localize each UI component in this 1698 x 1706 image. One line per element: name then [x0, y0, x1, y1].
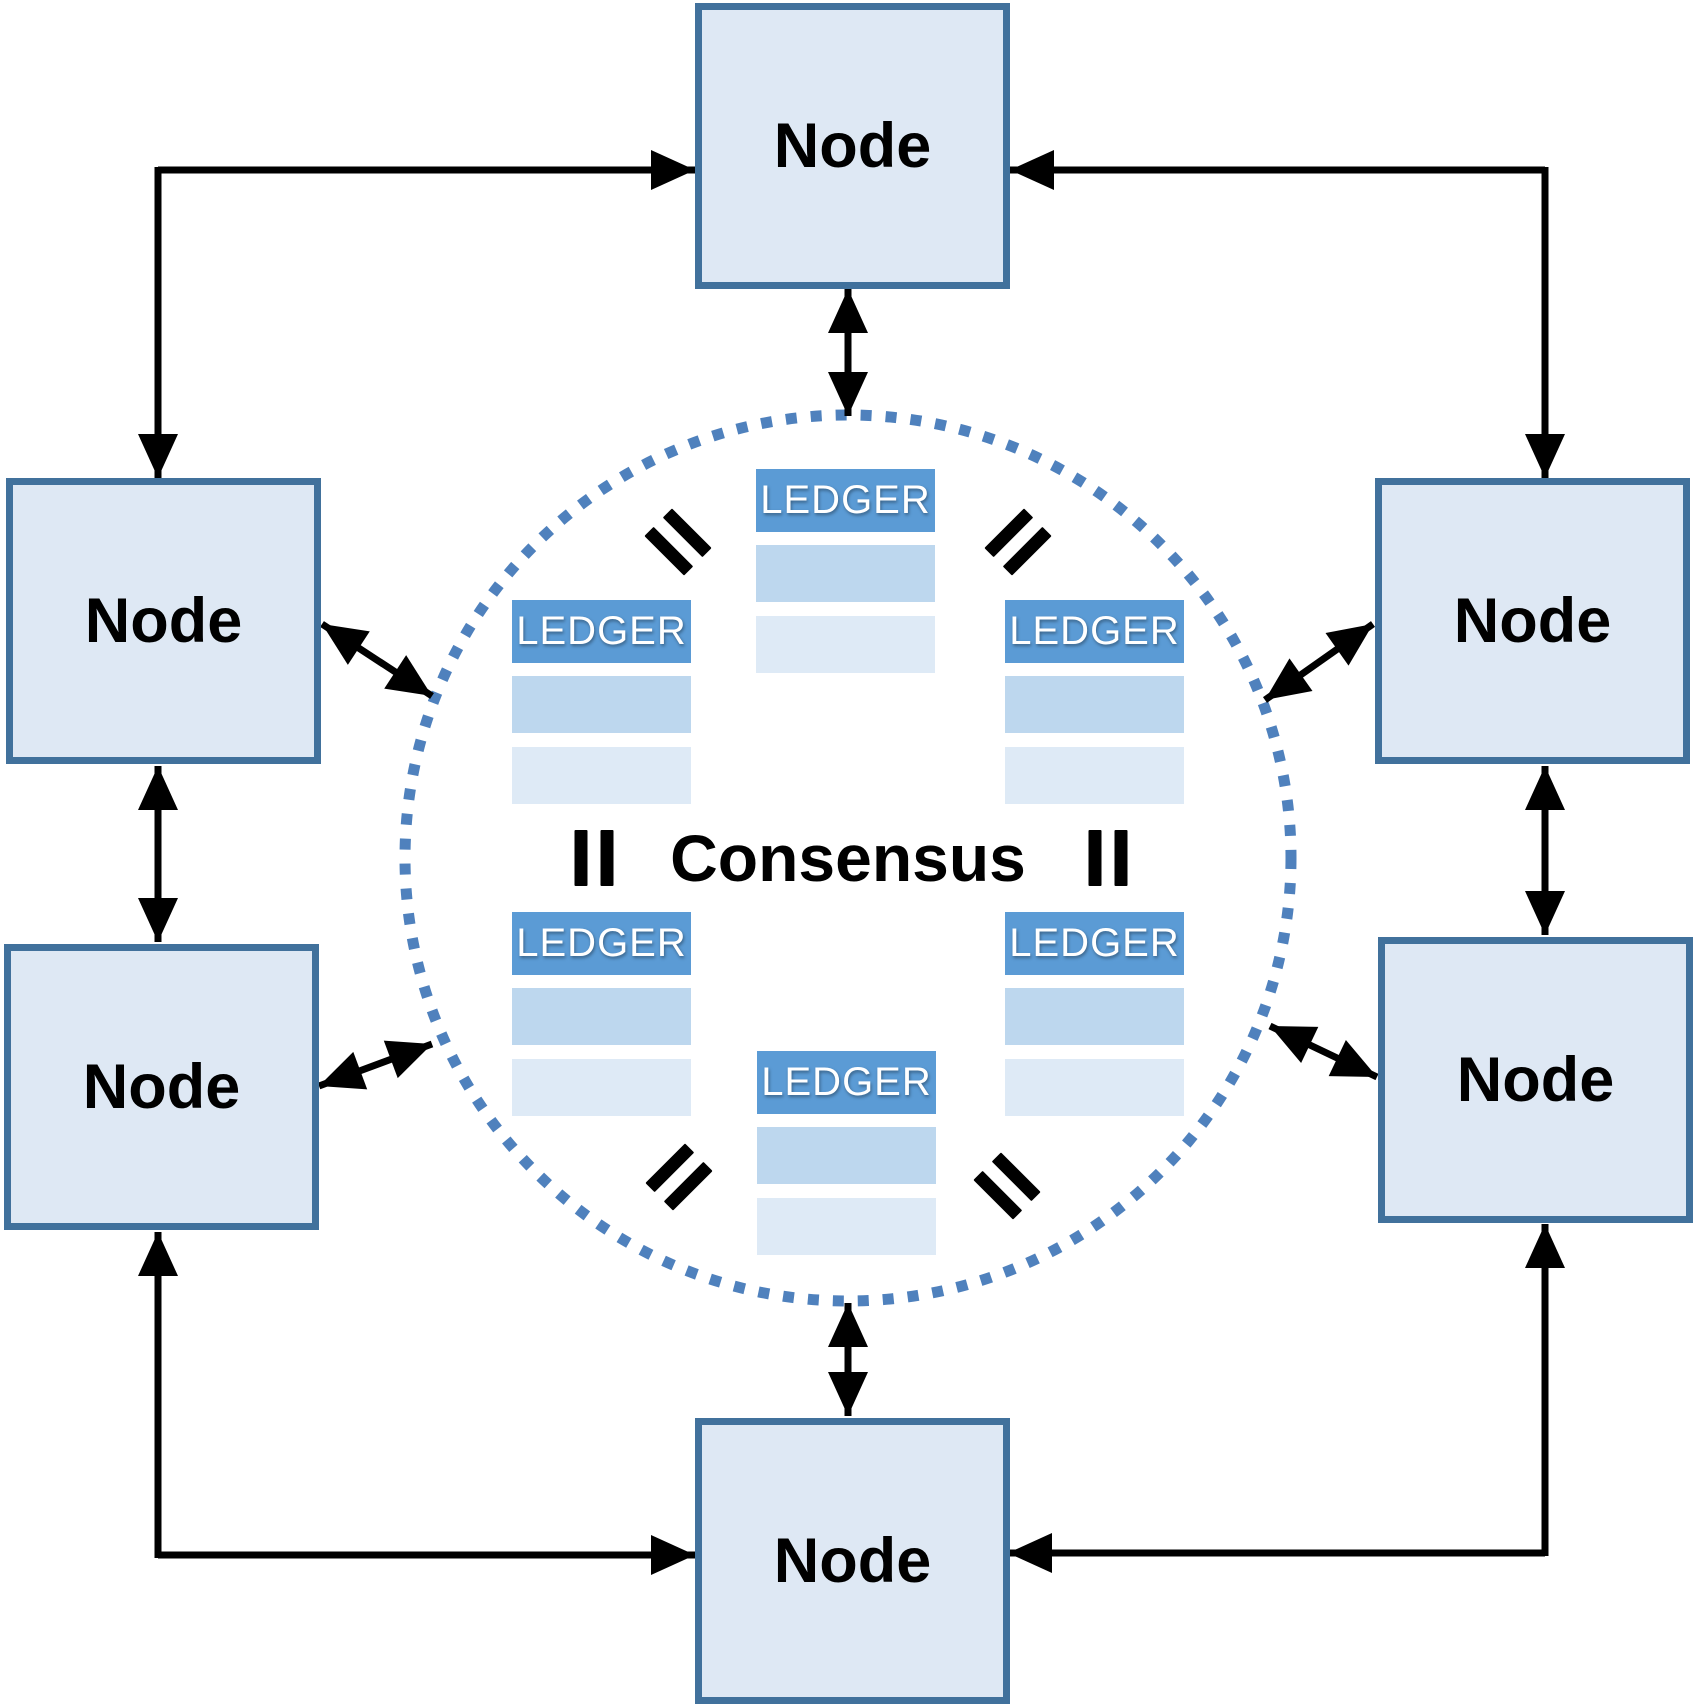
- ledger-row: [1005, 1059, 1184, 1116]
- ledger-header: LEDGER: [756, 469, 935, 532]
- equals-icon: [1088, 830, 1128, 886]
- node-label: Node: [84, 586, 243, 656]
- ledger-header: LEDGER: [1005, 600, 1184, 663]
- arrow-leftbottom-node-circle: [317, 1040, 434, 1090]
- node-box-left-top: Node: [6, 478, 321, 764]
- node-label: Node: [773, 111, 932, 181]
- ledger-table-low-left: LEDGER: [512, 912, 691, 1116]
- node-box-right-top: Node: [1375, 478, 1690, 764]
- ledger-row: [1005, 676, 1184, 733]
- ledger-header: LEDGER: [757, 1051, 936, 1114]
- node-box-top: Node: [695, 3, 1010, 289]
- ledger-row: [757, 1127, 936, 1184]
- node-box-right-bottom: Node: [1378, 937, 1693, 1223]
- ledger-header: LEDGER: [1005, 912, 1184, 975]
- ledger-header: LEDGER: [512, 912, 691, 975]
- ledger-table-mid-right: LEDGER: [1005, 600, 1184, 804]
- ledger-table-low-right: LEDGER: [1005, 912, 1184, 1116]
- ledger-row: [1005, 747, 1184, 804]
- node-label: Node: [773, 1526, 932, 1596]
- ledger-table-bottom-center: LEDGER: [757, 1051, 936, 1255]
- arrow-righttop-node-circle: [1262, 621, 1376, 703]
- arrow-lefttop-node-circle: [320, 621, 434, 699]
- node-box-bottom: Node: [695, 1418, 1010, 1704]
- ledger-header: LEDGER: [512, 600, 691, 663]
- consensus-label: Consensus: [670, 821, 1026, 895]
- ledger-row: [757, 1198, 936, 1255]
- ledger-row: [512, 676, 691, 733]
- ledger-row: [512, 988, 691, 1045]
- equals-icon: [574, 830, 614, 886]
- consensus-circle: [399, 409, 1297, 1307]
- node-label: Node: [82, 1052, 241, 1122]
- ledger-row: [1005, 988, 1184, 1045]
- ledger-row: [756, 545, 935, 602]
- node-box-left-bottom: Node: [4, 944, 319, 1230]
- arrow-rightbottom-node-circle: [1268, 1022, 1379, 1081]
- ledger-row: [512, 747, 691, 804]
- ledger-row: [756, 616, 935, 673]
- ledger-table-top-center: LEDGER: [756, 469, 935, 673]
- ledger-row: [512, 1059, 691, 1116]
- node-label: Node: [1453, 586, 1612, 656]
- node-label: Node: [1456, 1045, 1615, 1115]
- ledger-table-mid-left: LEDGER: [512, 600, 691, 804]
